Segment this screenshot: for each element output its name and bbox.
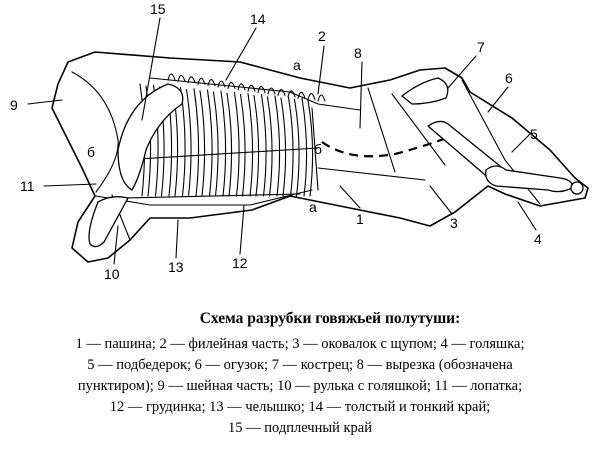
rib-bone — [287, 96, 294, 197]
leader-5 — [511, 133, 531, 153]
shin-line — [461, 79, 541, 205]
rib-bone-edge — [226, 92, 233, 197]
leader-12 — [239, 205, 245, 255]
rib-bone — [206, 89, 213, 197]
foreleg-bone — [88, 196, 129, 248]
label-14: 14 — [250, 11, 266, 27]
vertebra — [247, 84, 256, 92]
leader-1 — [339, 185, 361, 209]
mark-b-left: б — [87, 144, 95, 160]
leader-10 — [113, 225, 119, 265]
leader-3 — [429, 185, 453, 215]
leader-4 — [517, 201, 537, 231]
mark-a-top: а — [293, 57, 301, 73]
label-2: 2 — [318, 28, 326, 44]
rib-bone — [247, 93, 254, 197]
rib-bone-edge — [266, 96, 273, 197]
rib-bone-edge — [307, 99, 314, 197]
legend-line: 1 — пашина; 2 — филейная часть; 3 — оков… — [75, 336, 525, 352]
vertebra — [177, 74, 186, 82]
label-12: 12 — [232, 255, 248, 271]
label-6: 6 — [505, 70, 513, 86]
rib-bone-edge — [199, 90, 206, 197]
label-5: 5 — [530, 126, 538, 142]
vertebra — [207, 79, 216, 87]
legend-line: 5 — подбедерок; 6 — огузок; 7 — кострец;… — [87, 357, 513, 373]
legend-line: 12 — грудинка; 13 — челышко; 14 — толсты… — [109, 399, 491, 415]
label-3: 3 — [450, 215, 458, 231]
vertebra — [287, 90, 296, 98]
vertebra — [237, 83, 246, 91]
pelvis-bone — [400, 77, 449, 105]
leader-8 — [359, 61, 363, 129]
leader-9 — [27, 99, 63, 105]
neck-contour — [71, 71, 119, 193]
vertebra — [317, 94, 326, 102]
flank-line — [317, 167, 426, 181]
vertebra — [267, 87, 276, 95]
label-13: 13 — [168, 259, 184, 275]
rib-bone-edge — [212, 91, 219, 197]
leader-2 — [317, 45, 325, 95]
rib-bone — [233, 91, 240, 197]
rib-bone — [260, 94, 267, 197]
label-8: 8 — [354, 45, 362, 61]
vertebra — [257, 86, 266, 94]
round-line — [391, 93, 446, 166]
legend-line: 15 — подплечный край — [228, 420, 372, 436]
rib-bone — [274, 95, 281, 197]
leader-15 — [141, 17, 161, 121]
rib-bone — [220, 90, 227, 197]
leader-7 — [447, 55, 477, 89]
caption-block: Схема разрубки говяжьей полутуши: 1 — па… — [0, 310, 600, 439]
vertebrae-group — [167, 73, 326, 102]
mark-a-bottom: а — [309, 199, 317, 215]
hock-joint — [570, 181, 584, 195]
label-4: 4 — [534, 231, 542, 247]
vertebra — [277, 88, 286, 96]
rib-bone — [193, 88, 200, 197]
legend-line: пунктиром); 9 — шейная часть; 10 — рульк… — [77, 378, 523, 394]
label-1: 1 — [356, 211, 364, 227]
scapula-bone — [117, 83, 184, 191]
leader-14 — [225, 27, 257, 81]
label-10: 10 — [104, 266, 120, 282]
rib-bone-edge — [239, 93, 246, 197]
spine-line — [149, 77, 361, 111]
rib-bone-edge — [185, 89, 192, 197]
leader-13 — [175, 219, 179, 259]
tibia-bone — [485, 165, 573, 193]
sternum-line — [124, 193, 301, 199]
rib-bone-edge — [293, 98, 300, 197]
vertebra — [197, 77, 206, 85]
vertebra — [187, 76, 196, 84]
mark-b-right: б — [314, 141, 322, 157]
vertebra — [227, 81, 236, 89]
leader-6 — [487, 86, 509, 113]
label-9: 9 — [10, 97, 18, 113]
loin-line — [367, 87, 396, 173]
vertebra — [217, 80, 226, 88]
label-7: 7 — [477, 39, 485, 55]
vertebra — [167, 73, 176, 81]
label-11: 11 — [20, 178, 35, 194]
caption-legend: 1 — пашина; 2 — филейная часть; 3 — оков… — [0, 334, 600, 439]
rib-bone-edge — [253, 95, 260, 197]
vertebra — [297, 91, 306, 99]
caption-title: Схема разрубки говяжьей полутуши: — [199, 310, 461, 327]
carcass-outline — [51, 51, 589, 263]
beef-cut-diagram: 2 1 3 4 5 6 7 8 9 10 11 12 13 14 15 а а … — [10, 1, 589, 282]
rib-midline — [121, 147, 319, 161]
rump-line — [311, 107, 319, 191]
rib-bone-edge — [280, 97, 287, 197]
tenderloin-dashed — [321, 131, 461, 158]
leader-11 — [43, 183, 97, 187]
rib-bone — [301, 97, 308, 197]
label-15: 15 — [150, 1, 166, 17]
vertebra — [307, 93, 316, 101]
